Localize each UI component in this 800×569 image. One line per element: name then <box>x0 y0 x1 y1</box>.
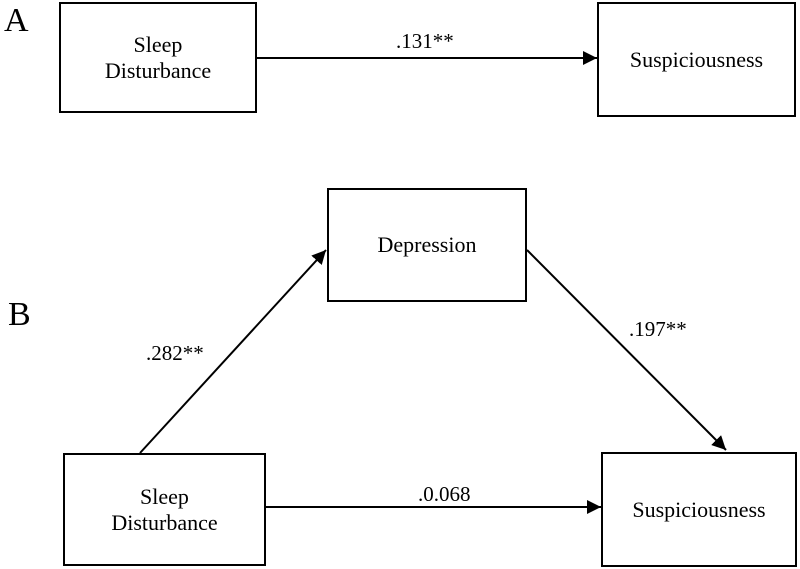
panel-a-label: A <box>4 2 29 39</box>
panel-b-label: B <box>8 296 31 333</box>
panel-b-sleep-disturbance-label: Sleep Disturbance <box>111 484 218 535</box>
panel-a-suspiciousness-box: Suspiciousness <box>597 2 796 117</box>
panel-b-sleep-disturbance-box: Sleep Disturbance <box>63 453 266 566</box>
panel-b-direct-effect-coefficient: .0.068 <box>418 482 471 506</box>
panel-b-path-a-coefficient: .282** <box>146 341 204 365</box>
panel-b-path-b-coefficient: .197** <box>629 317 687 341</box>
panel-a-sleep-disturbance-box: Sleep Disturbance <box>59 2 257 113</box>
panel-a-sleep-disturbance-label: Sleep Disturbance <box>104 32 212 83</box>
arrow-b-sleep-to-depression <box>139 249 327 454</box>
panel-b-suspiciousness-label: Suspiciousness <box>632 496 766 522</box>
panel-b-suspiciousness-box: Suspiciousness <box>601 452 797 567</box>
panel-a-total-effect-coefficient: .131** <box>396 29 454 53</box>
panel-b-depression-label: Depression <box>377 232 477 258</box>
arrow-b-depression-to-suspiciousness <box>526 249 727 451</box>
panel-b-depression-box: Depression <box>327 188 527 302</box>
panel-a-suspiciousness-label: Suspiciousness <box>629 46 764 72</box>
